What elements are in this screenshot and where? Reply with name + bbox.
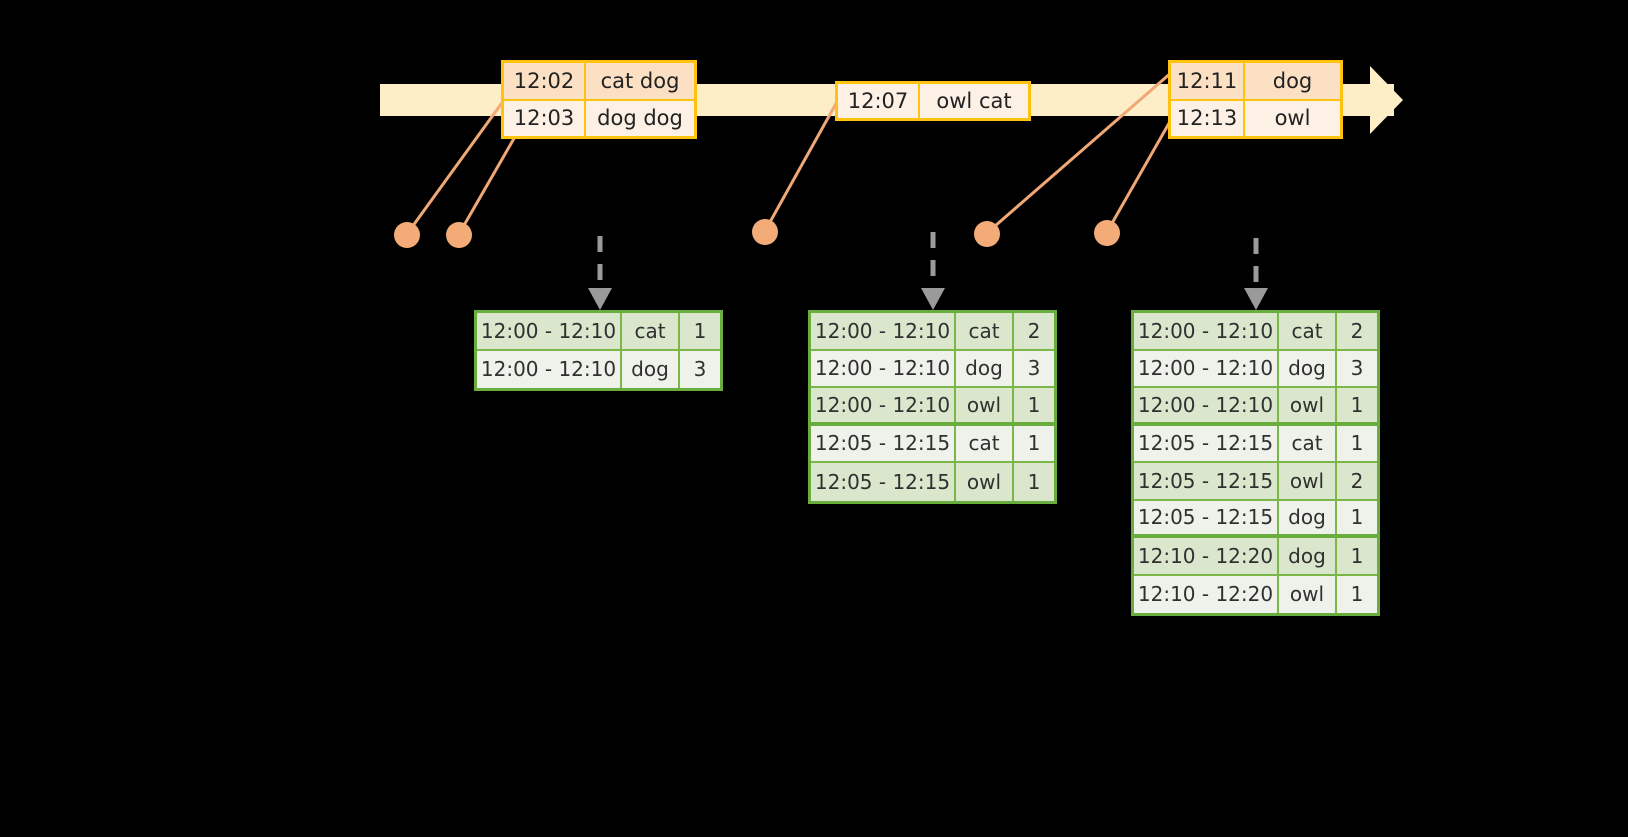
cell-key: owl: [956, 388, 1014, 422]
event-words: owl cat: [936, 89, 1012, 113]
event-dot-1202[interactable]: [394, 222, 420, 248]
event-dot-1203[interactable]: [446, 222, 472, 248]
cell-count: 1: [693, 318, 707, 343]
cell-count: 1: [1350, 582, 1364, 607]
cell-window: 12:00 - 12:10: [811, 313, 956, 349]
cell-count: 2: [1027, 318, 1041, 343]
cell-count: 1: [1350, 392, 1364, 417]
cell-count: 2: [1350, 468, 1364, 493]
cell-count: 1: [1350, 543, 1364, 568]
event-group-2[interactable]: 12:07 owl cat: [835, 81, 1031, 121]
event-group-3[interactable]: 12:11 dog 12:13 owl: [1168, 60, 1343, 139]
event-words: owl: [1274, 106, 1311, 131]
connector-1202: [405, 99, 506, 235]
event-row[interactable]: 12:07 owl cat: [838, 84, 1028, 118]
cell-key: cat: [1279, 313, 1337, 349]
cell-window: 12:00 - 12:10: [477, 313, 622, 349]
event-time: 12:02: [504, 63, 586, 99]
cell-count: 2: [1350, 318, 1364, 343]
cell-window: 12:00 - 12:10: [811, 350, 956, 386]
connector-1213: [1105, 117, 1174, 233]
cell-count: 3: [693, 357, 707, 382]
cell-key: cat: [1279, 425, 1337, 461]
emit-arrow-2-head: [921, 288, 945, 310]
cell-key: cat: [956, 425, 1014, 461]
event-time: 12:03: [504, 100, 586, 136]
cell-window: 12:05 - 12:15: [1134, 463, 1279, 499]
emit-arrow-1-head: [588, 288, 612, 310]
cell-window: 12:05 - 12:15: [1134, 425, 1279, 461]
event-time: 12:13: [1171, 100, 1245, 136]
emit-arrowheads: [588, 288, 1268, 310]
event-time: 12:11: [1171, 63, 1245, 99]
cell-window: 12:10 - 12:20: [1134, 575, 1279, 613]
cell-window: 12:00 - 12:10: [811, 388, 956, 422]
event-row[interactable]: 12:02 cat dog: [504, 63, 694, 99]
cell-key: owl: [956, 463, 1014, 501]
cell-key: dog: [622, 350, 680, 388]
event-dots: [394, 219, 1120, 248]
cell-key: dog: [1279, 500, 1337, 534]
cell-window: 12:00 - 12:10: [1134, 350, 1279, 386]
event-words: cat dog: [600, 68, 680, 93]
emit-arrow-3-head: [1244, 288, 1268, 310]
cell-window: 12:00 - 12:10: [1134, 388, 1279, 422]
event-row[interactable]: 12:11 dog: [1171, 63, 1340, 99]
cell-window: 12:05 - 12:15: [1134, 500, 1279, 534]
cell-count: 3: [1350, 356, 1364, 381]
cell-key: dog: [1279, 538, 1337, 574]
cell-count: 1: [1027, 469, 1041, 494]
cell-key: dog: [956, 350, 1014, 386]
event-row[interactable]: 12:03 dog dog: [504, 98, 694, 136]
cell-key: cat: [622, 313, 680, 349]
event-group-1[interactable]: 12:02 cat dog 12:03 dog dog: [501, 60, 697, 139]
cell-window: 12:10 - 12:20: [1134, 538, 1279, 574]
emit-arrows: [597, 232, 1259, 292]
cell-count: 1: [1027, 392, 1041, 417]
cell-window: 12:05 - 12:15: [811, 425, 956, 461]
event-dot-1211[interactable]: [974, 221, 1000, 247]
event-dot-1213[interactable]: [1094, 220, 1120, 246]
connector-1207: [763, 99, 840, 232]
cell-window: 12:05 - 12:15: [811, 463, 956, 501]
cell-count: 1: [1350, 431, 1364, 456]
cell-key: owl: [1279, 463, 1337, 499]
cell-count: 3: [1027, 356, 1041, 381]
event-words: dog: [1272, 68, 1313, 93]
connector-1203: [457, 127, 522, 235]
cell-key: cat: [956, 313, 1014, 349]
event-row[interactable]: 12:13 owl: [1171, 98, 1340, 136]
event-dot-1207[interactable]: [752, 219, 778, 245]
event-words: dog dog: [597, 106, 683, 131]
cell-key: owl: [1279, 388, 1337, 422]
cell-count: 1: [1350, 505, 1364, 530]
event-time: 12:07: [838, 84, 920, 118]
cell-count: 1: [1027, 431, 1041, 456]
cell-window: 12:00 - 12:10: [1134, 313, 1279, 349]
cell-window: 12:00 - 12:10: [477, 350, 622, 388]
cell-key: owl: [1279, 575, 1337, 613]
cell-key: dog: [1279, 350, 1337, 386]
